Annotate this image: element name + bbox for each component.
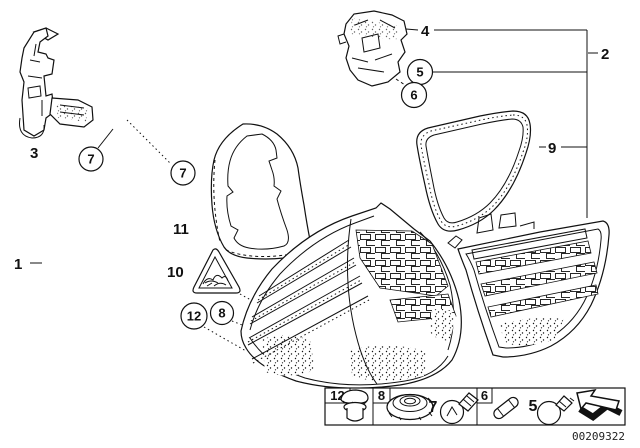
part3-label[interactable]: 3 [30,145,38,162]
inner-light-slat-3 [487,284,599,318]
part3-foot [19,117,45,139]
festoon-band-1 [497,408,504,417]
callout-12[interactable]: 12 [180,302,208,330]
outer-light-strips [247,239,369,360]
bulb-icon [536,395,575,426]
bracket-line-4 [405,28,587,31]
nut-bore [404,397,416,405]
tail-light-inner[interactable] [447,212,610,358]
gasket-part-9[interactable] [416,110,532,232]
nut-ribs [387,397,433,421]
part10-symbol [202,274,229,287]
part9-inner [425,118,524,224]
grommet-nut-icon [340,389,369,422]
callout-7b[interactable]: 7 [170,160,196,186]
part4-texture [350,18,400,40]
callout-7a-circle[interactable] [78,146,104,172]
bulb5-tip [558,397,575,408]
callout-12-number[interactable]: 12 [187,309,201,324]
callout-8[interactable]: 8 [209,300,235,326]
festoon-body [493,396,519,420]
bulb-socket-icon [439,392,479,425]
part4-detail-lines [337,19,396,73]
inner-light-slat-2 [480,261,598,297]
outer-light-divider [346,218,378,385]
legend-8-number[interactable]: 8 [378,388,385,403]
tail-light-outer[interactable] [240,202,462,389]
legend-6-number[interactable]: 6 [481,388,488,403]
outer-light-strip-dots [247,243,370,364]
part10-inner [198,255,233,289]
part10-label[interactable]: 10 [167,264,184,281]
part9-outer [416,110,532,232]
callout-8-number[interactable]: 8 [218,306,225,321]
group-bracket-lines [405,28,598,218]
bulb7-threads [462,395,475,407]
nut-body [392,394,428,412]
legend-6-numberbox [476,387,493,404]
legend-8-numberbox [372,387,391,404]
inner-light-stipple [500,317,564,346]
inner-light-slat-1 [475,240,592,275]
callout-7b-number[interactable]: 7 [179,166,186,181]
legend-cell-12[interactable]: 12 [324,387,369,422]
part3-detail-lines [27,43,85,116]
arrow-body [576,388,620,411]
bulb-carrier-part-4[interactable] [337,10,408,87]
legend-frame [324,387,626,426]
outer-light-stipple-2 [350,345,428,381]
callout-6[interactable]: 6 [400,81,428,109]
grommet-body [346,408,364,422]
callout-7a[interactable]: 7 [78,146,104,172]
leader-part3-to-7b [126,119,171,164]
callout-6-circle[interactable] [400,81,428,109]
inner-light-tabs [447,212,535,249]
part9-midline [420,114,528,228]
inner-light-top-slat [471,228,588,260]
nut-crown [399,395,421,407]
part4-label[interactable]: 4 [421,23,430,40]
callout-5[interactable]: 5 [406,58,434,86]
legend-strip: 12 8 7 [324,387,626,426]
callout-12-circle[interactable] [180,302,208,330]
part2-label[interactable]: 2 [601,46,609,63]
outer-light-led-cluster-upper [355,229,449,297]
doc-number: 00209322 [572,430,625,443]
part1-label[interactable]: 1 [14,256,22,273]
bulb7-filament [446,406,458,417]
warning-triangle-part-10[interactable] [192,248,241,294]
replacement-arrow-icon [576,388,623,421]
leaders-to-tail-light [203,293,268,352]
legend-7-number[interactable]: 7 [429,399,438,416]
legend-5-number[interactable]: 5 [529,398,538,415]
part11-inner [226,133,289,250]
festoon-band-2 [508,399,515,408]
leader-part3-to-7a [97,128,114,149]
part9-label[interactable]: 9 [548,140,556,157]
callout-7a-number[interactable]: 7 [87,152,94,167]
festoon-bulb-icon [493,396,519,420]
leader-part4-to-6 [395,78,406,86]
outer-light-stipple-3 [430,308,456,341]
outer-light-stipple-1 [262,335,315,376]
bracket-part-3[interactable] [19,27,94,139]
bulb7-base [458,392,479,412]
bulb5-base [555,395,573,412]
part11-dashed-edge [213,159,304,258]
callout-8-circle[interactable] [209,300,235,326]
callout-7b-circle[interactable] [170,160,196,186]
legend-cell-6-5[interactable]: 6 5 [476,387,623,426]
part11-label[interactable]: 11 [173,221,189,238]
bulb7-glass [439,399,465,425]
callout-6-number[interactable]: 6 [410,88,417,103]
callout-5-number[interactable]: 5 [416,65,423,80]
flange-nut-icon [386,393,434,421]
part3-body-outline [19,27,55,137]
legend-cell-8-7[interactable]: 8 7 [372,387,479,425]
bulb5-glass [536,400,562,426]
